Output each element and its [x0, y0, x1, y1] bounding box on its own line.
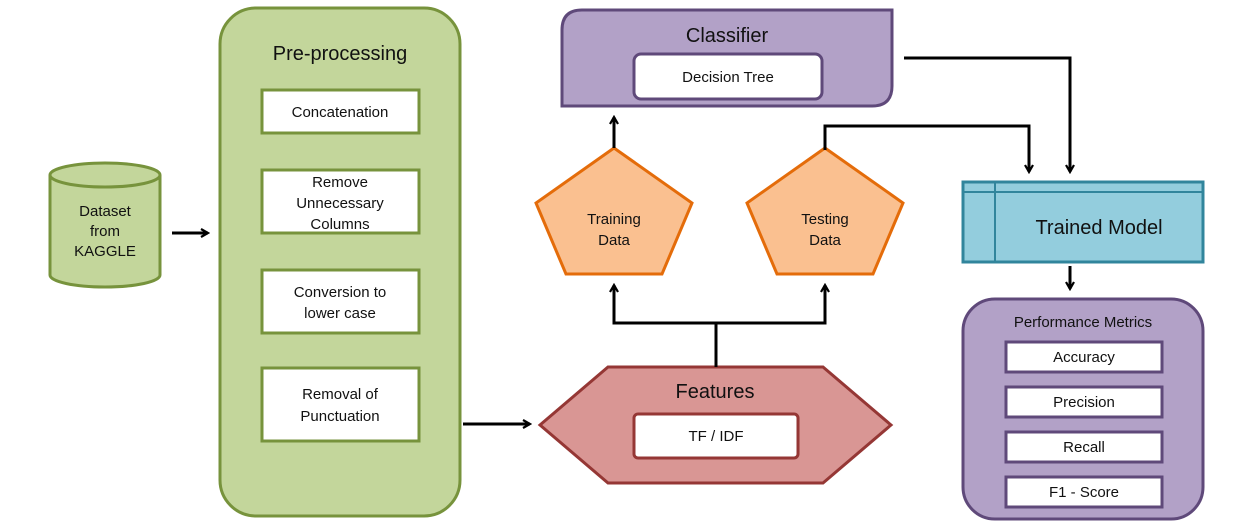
step-punctuation-line1: Removal of — [302, 386, 379, 403]
training-data-line2: Data — [598, 232, 630, 249]
step-remove-columns-line1: Remove — [312, 174, 368, 191]
features-node: Features TF / IDF — [537, 365, 894, 485]
arrow-features-to-training — [614, 285, 716, 325]
training-data-pentagon — [534, 146, 694, 276]
metric-f1-box — [1004, 475, 1164, 509]
classifier-algorithm-label: Decision Tree — [682, 69, 774, 86]
dataset-node: Dataset from KAGGLE — [48, 161, 162, 289]
trained-model-box — [961, 180, 1205, 264]
features-method-box — [632, 412, 800, 460]
arrow-features-to-testing — [716, 285, 825, 325]
step-remove-columns-box — [260, 168, 421, 235]
testing-data-node: Testing Data — [745, 146, 905, 276]
step-lower-case-line1: Conversion to — [294, 284, 387, 301]
step-concatenation-label: Concatenation — [292, 104, 389, 121]
preprocessing-node: Pre-processing Concatenation Remove Unne… — [218, 6, 462, 518]
dataset-label-line3: KAGGLE — [74, 243, 136, 260]
testing-data-line2: Data — [809, 232, 841, 249]
features-method-label: TF / IDF — [689, 428, 744, 445]
performance-metrics-title: Performance Metrics — [1014, 314, 1152, 331]
classifier-title: Classifier — [686, 25, 769, 47]
training-data-node: Training Data — [534, 146, 694, 276]
metric-recall-box — [1004, 430, 1164, 464]
dataset-label-line1: Dataset — [79, 203, 132, 220]
step-remove-columns-line2: Unnecessary — [296, 195, 384, 212]
dataset-label-line2: from — [90, 223, 120, 240]
performance-metrics-node: Performance Metrics Accuracy Precision R… — [961, 297, 1205, 521]
training-data-line1: Training — [587, 211, 641, 228]
features-title: Features — [676, 381, 755, 403]
step-punctuation-line2: Punctuation — [300, 408, 379, 425]
dataset-cylinder-top — [48, 161, 162, 189]
step-remove-columns-line3: Columns — [310, 216, 369, 233]
step-punctuation-box — [260, 366, 421, 443]
metric-recall-label: Recall — [1063, 439, 1105, 456]
connectors — [172, 56, 1070, 424]
classifier-node: Classifier Decision Tree — [560, 8, 894, 108]
testing-data-pentagon — [745, 146, 905, 276]
dataset-cylinder-body — [48, 175, 162, 289]
trained-model-node: Trained Model — [961, 180, 1205, 264]
arrow-testing-to-trained-model — [823, 124, 1029, 172]
step-lower-case-line2: lower case — [304, 305, 376, 322]
classifier-algorithm-box — [632, 52, 824, 101]
metric-precision-box — [1004, 385, 1164, 419]
metric-accuracy-label: Accuracy — [1053, 349, 1115, 366]
trained-model-label: Trained Model — [1035, 217, 1162, 239]
preprocessing-title: Pre-processing — [273, 43, 408, 65]
step-concatenation-box — [260, 88, 421, 135]
metric-precision-label: Precision — [1053, 394, 1115, 411]
metric-accuracy-box — [1004, 340, 1164, 374]
arrow-classifier-to-trained-model — [904, 56, 1070, 172]
testing-data-line1: Testing — [801, 211, 849, 228]
step-lower-case-box — [260, 268, 421, 335]
metric-f1-label: F1 - Score — [1049, 484, 1119, 501]
